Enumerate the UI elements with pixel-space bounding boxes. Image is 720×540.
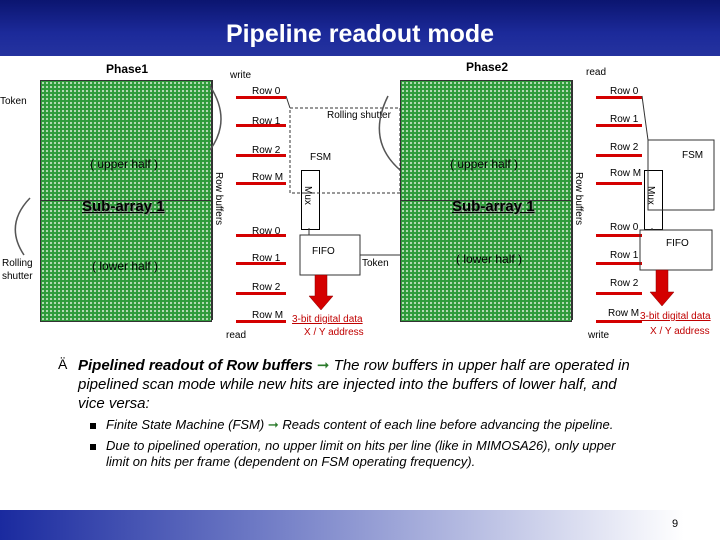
right-lower-row-2: Row 2: [610, 278, 639, 289]
right-fifo-box: [639, 229, 713, 271]
left-lower-half-label: ( lower half ): [92, 259, 159, 273]
right-row-buffer-column: [572, 80, 595, 320]
left-lower-row-0: Row 0: [252, 226, 281, 237]
left-row-bar: [236, 234, 286, 237]
footer-bar: [0, 510, 720, 540]
sub-bullet-pipeline-2: limit on hits per frame (dependent on FS…: [106, 454, 476, 469]
right-sub-array-label: Sub-array 1: [452, 198, 535, 215]
right-write-label: write: [588, 330, 610, 341]
left-fifo-label: FIFO: [312, 246, 335, 257]
right-row-bar: [596, 320, 642, 323]
right-upper-row-1: Row 1: [610, 114, 639, 125]
sub-bullet-fsm-b: Reads content of each line before advanc…: [278, 417, 614, 432]
left-token-label: Token: [0, 96, 27, 107]
left-upper-row-2: Row 2: [252, 145, 281, 156]
right-upper-row-2: Row 2: [610, 142, 639, 153]
left-rolling-shutter-label: Rolling shutter: [2, 258, 33, 282]
sub-bullet-marker: [90, 444, 96, 450]
right-upper-row-0: Row 0: [610, 86, 639, 97]
left-upper-row-0: Row 0: [252, 86, 281, 97]
diagram-wiring: [14, 85, 715, 311]
left-row-bar: [236, 262, 286, 265]
right-sub-array: [400, 80, 572, 322]
left-output-arrow: [308, 274, 334, 311]
left-write-label: write: [230, 70, 252, 81]
left-lower-row-1: Row 1: [252, 253, 281, 264]
arrow-icon: ➞: [267, 417, 279, 432]
main-bullet-text-1: The row buffers in upper half are operat…: [329, 357, 630, 374]
right-row-bar: [596, 154, 642, 157]
right-half-divider: [400, 200, 572, 201]
left-digital-data-label: 3-bit digital data: [292, 314, 363, 325]
right-lower-row-1: Row 1: [610, 250, 639, 261]
left-xy-address-label: X / Y address: [304, 327, 364, 338]
left-row-bar: [236, 124, 286, 127]
main-bullet-text-3: vice versa:: [78, 395, 150, 412]
left-row-bar: [236, 182, 286, 185]
left-lower-row-2: Row 2: [252, 282, 281, 293]
left-token-out-label: Token: [362, 258, 389, 269]
right-fsm-label: FSM: [682, 150, 704, 161]
page-number: 9: [672, 518, 679, 530]
right-lower-row-0: Row 0: [610, 222, 639, 233]
right-fsm-frame: [647, 139, 715, 211]
right-upper-row-m: Row M: [610, 168, 642, 179]
arrow-icon: ➞: [316, 357, 330, 374]
right-digital-data-label: 3-bit digital data: [640, 311, 711, 322]
phase1-label: Phase1: [106, 62, 149, 76]
sub-bullet-pipeline: Due to pipelined operation, no upper lim…: [106, 438, 615, 470]
sub-bullet-marker: [90, 423, 96, 429]
left-half-divider: [40, 200, 212, 201]
right-read-label: read: [586, 67, 607, 78]
left-sub-array: [40, 80, 212, 322]
right-upper-half-label: ( upper half ): [450, 157, 519, 171]
sub-bullet-pipeline-1: Due to pipelined operation, no upper lim…: [106, 438, 616, 453]
right-xy-address-label: X / Y address: [650, 326, 710, 337]
left-curved-arrow: [14, 197, 31, 256]
left-lower-row-m: Row M: [252, 310, 284, 321]
right-row-bar: [596, 234, 642, 237]
right-curved-arrow: [378, 95, 401, 171]
sub-bullet-fsm: Finite State Machine (FSM) ➞ Reads conte…: [106, 417, 613, 433]
page-title: Pipeline readout mode: [225, 20, 495, 48]
phase2-label: Phase2: [466, 60, 509, 74]
left-row-bar: [236, 292, 286, 295]
left-row-bar: [236, 154, 286, 157]
left-rolling-shutter-note: Rolling shutter: [327, 110, 391, 121]
left-upper-half-label: ( upper half ): [90, 157, 159, 171]
left-mux: [301, 170, 320, 230]
left-upper-row-m: Row M: [252, 172, 284, 183]
left-row-bar: [236, 320, 286, 323]
left-row-bar: [236, 96, 286, 99]
right-row-bar: [596, 292, 642, 295]
left-row-buffer-column: [212, 80, 235, 320]
right-row-bar: [596, 96, 642, 99]
left-fifo-box: [299, 234, 361, 276]
right-row-bar: [596, 182, 642, 185]
title-bar: Pipeline readout mode: [0, 0, 720, 56]
left-curved-arrow: [209, 85, 222, 151]
left-sub-array-label: Sub-array 1: [82, 198, 165, 215]
right-row-bar: [596, 262, 642, 265]
right-fifo-label: FIFO: [666, 238, 689, 249]
sub-bullet-fsm-a: Finite State Machine (FSM): [106, 417, 265, 432]
left-connector: [285, 95, 291, 109]
right-row-bar: [596, 124, 642, 127]
left-fsm-label: FSM: [310, 152, 332, 163]
main-bullet-bold: Pipelined readout of Row buffers: [78, 357, 313, 374]
left-upper-row-1: Row 1: [252, 116, 281, 127]
left-fsm-frame: [289, 107, 401, 194]
right-output-arrow: [649, 269, 675, 307]
left-read-label: read: [226, 330, 247, 341]
right-lower-half-label: ( lower half ): [456, 252, 523, 266]
right-lower-row-m: Row M: [608, 308, 640, 319]
main-bullet-text-2: pipelined scan mode while new hits are i…: [78, 376, 617, 393]
main-bullet: Pipelined readout of Row buffers ➞ The r…: [78, 356, 708, 413]
right-connector: [641, 95, 649, 141]
main-bullet-marker: Ä: [58, 356, 68, 372]
